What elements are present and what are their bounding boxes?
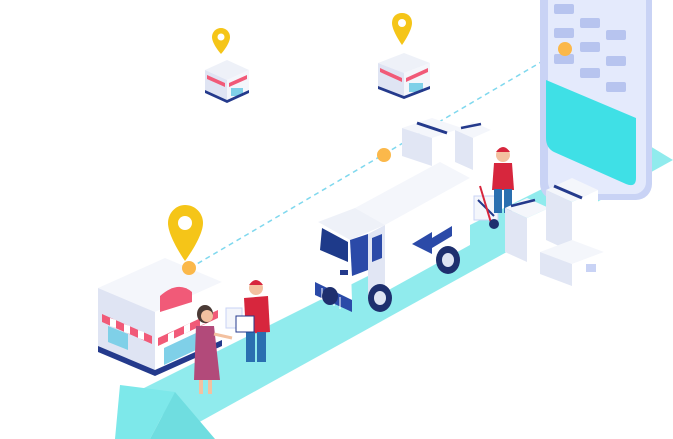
- package-box-icon: [546, 178, 598, 252]
- location-dot: [558, 42, 572, 56]
- customer-icon: [194, 305, 233, 394]
- smartphone-icon: [540, 0, 652, 200]
- location-pin-icon: [212, 28, 230, 54]
- store-icon: [205, 60, 249, 103]
- delivery-van-icon: [315, 162, 470, 312]
- route-line: [189, 47, 566, 269]
- location-pin-icon: [168, 205, 203, 261]
- location-dot: [182, 261, 196, 275]
- package-box-icon: [455, 122, 491, 170]
- courier-icon: [225, 280, 270, 362]
- store-icon: [378, 53, 430, 99]
- package-box-icon: [540, 240, 604, 286]
- package-box-icon: [402, 118, 462, 166]
- location-pin-icon: [392, 13, 412, 45]
- location-dot: [377, 148, 391, 162]
- package-box-icon: [505, 198, 549, 262]
- arrow-left-icon: [412, 226, 452, 254]
- courier-icon: [492, 147, 514, 213]
